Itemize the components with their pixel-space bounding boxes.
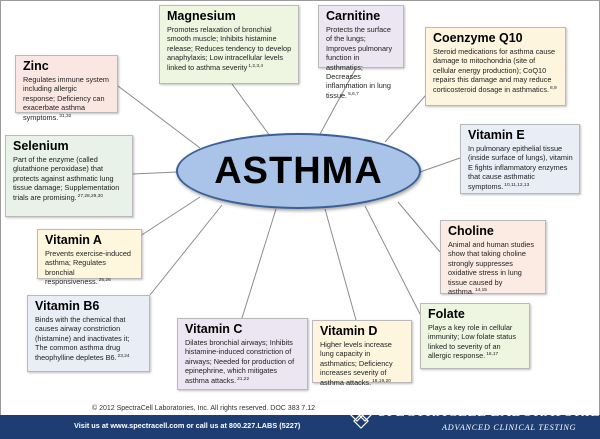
nutrient-title: Choline bbox=[448, 224, 494, 238]
nutrient-title: Carnitine bbox=[326, 9, 381, 23]
nutrient-description: Prevents exercise-induced asthma; Regula… bbox=[45, 249, 131, 287]
connector-vitamin-b6 bbox=[149, 204, 223, 296]
nutrient-title: Coenzyme Q10 bbox=[433, 31, 523, 45]
nutrient-box-vitamin-c: Vitamin C Dilates bronchial airways; Inh… bbox=[177, 318, 308, 390]
nutrient-description: Regulates immune system including allerg… bbox=[23, 75, 109, 122]
nutrient-box-vitamin-e: Vitamin E In pulmonary epithelial tissue… bbox=[460, 124, 580, 194]
nutrient-title: Folate bbox=[428, 307, 465, 321]
nutrient-description: Protects the surface of the lungs; Impro… bbox=[326, 25, 393, 100]
nutrient-box-vitamin-a: Vitamin A Prevents exercise-induced asth… bbox=[37, 229, 142, 286]
nutrient-refs: 5,6,7 bbox=[348, 91, 359, 97]
nutrient-refs: 1,2,3,4 bbox=[248, 63, 263, 69]
nutrient-title: Vitamin E bbox=[468, 128, 525, 142]
footer-contact-line: Visit us at www.spectracell.com or call … bbox=[74, 421, 301, 430]
nutrient-box-vitamin-b6: Vitamin B6 Binds with the chemical that … bbox=[27, 295, 150, 372]
copyright-text: © 2012 SpectraCell Laboratories, Inc. Al… bbox=[92, 405, 316, 412]
connector-selenium bbox=[132, 171, 178, 175]
nutrient-description: Steroid medications for asthma cause dam… bbox=[433, 47, 556, 94]
connector-choline bbox=[397, 201, 441, 253]
nutrient-box-carnitine: Carnitine Protects the surface of the lu… bbox=[318, 5, 404, 100]
connector-coenzyme-q10 bbox=[384, 87, 433, 143]
nutrient-description: Animal and human studies show that takin… bbox=[448, 240, 534, 297]
connector-folate bbox=[364, 205, 421, 315]
spectracell-logo-icon bbox=[349, 406, 373, 429]
footer-bar: Visit us at www.spectracell.com or call … bbox=[0, 415, 600, 439]
nutrient-refs: 31,32 bbox=[59, 113, 72, 119]
brand-block: SPECTRACELL LABORATORIES ADVANCED CLINIC… bbox=[344, 398, 600, 439]
nutrient-title: Vitamin C bbox=[185, 322, 243, 336]
nutrient-title: Selenium bbox=[13, 139, 69, 153]
center-label: ASTHMA bbox=[214, 149, 383, 192]
nutrient-description: In pulmonary epithelial tissue (inside s… bbox=[468, 144, 573, 191]
connector-magnesium bbox=[231, 83, 271, 137]
nutrient-description: Plays a key role in cellular immunity; L… bbox=[428, 323, 517, 361]
nutrient-refs: 25,26 bbox=[98, 278, 111, 284]
nutrient-refs: 14,15 bbox=[474, 288, 487, 294]
nutrient-box-folate: Folate Plays a key role in cellular immu… bbox=[420, 303, 530, 369]
connector-carnitine bbox=[319, 67, 357, 135]
brand-tagline: ADVANCED CLINICAL TESTING bbox=[442, 423, 577, 432]
nutrient-description: Promotes relaxation of bronchial smooth … bbox=[167, 25, 292, 72]
nutrient-refs: 27,28,29,30 bbox=[77, 193, 104, 199]
nutrient-title: Vitamin D bbox=[320, 324, 378, 338]
nutrient-refs: 8,9 bbox=[550, 85, 557, 91]
connector-vitamin-e bbox=[419, 157, 461, 173]
connector-zinc bbox=[117, 85, 201, 149]
nutrient-title: Vitamin B6 bbox=[35, 299, 100, 313]
nutrient-description: Higher levels increase lung capacity in … bbox=[320, 340, 393, 387]
nutrient-description: Binds with the chemical that causes airw… bbox=[35, 315, 130, 362]
nutrient-box-choline: Choline Animal and human studies show th… bbox=[440, 220, 546, 297]
nutrient-refs: 10,11,12,13 bbox=[504, 182, 530, 188]
nutrient-refs: 21,22 bbox=[237, 376, 250, 382]
nutrient-title: Zinc bbox=[23, 59, 49, 73]
asthma-center-ellipse: ASTHMA bbox=[176, 133, 421, 209]
nutrient-box-zinc: Zinc Regulates immune system including a… bbox=[15, 55, 118, 122]
nutrient-description: Part of the enzyme (called glutathione p… bbox=[13, 155, 120, 202]
nutrient-box-selenium: Selenium Part of the enzyme (called glut… bbox=[5, 135, 133, 217]
nutrient-description: Dilates bronchial airways; Inhibits hist… bbox=[185, 338, 295, 385]
connector-vitamin-c bbox=[241, 208, 277, 319]
nutrient-box-coenzyme-q10: Coenzyme Q10 Steroid medications for ast… bbox=[425, 27, 566, 106]
brand-name: SPECTRACELL LABORATORIES bbox=[378, 404, 600, 420]
nutrient-refs: 16,17 bbox=[486, 352, 499, 358]
nutrient-title: Magnesium bbox=[167, 9, 236, 23]
nutrient-refs: 18,19,20 bbox=[372, 378, 391, 384]
connector-vitamin-d bbox=[324, 208, 357, 321]
nutrient-box-magnesium: Magnesium Promotes relaxation of bronchi… bbox=[159, 5, 299, 84]
connector-vitamin-a bbox=[133, 196, 201, 241]
nutrient-title: Vitamin A bbox=[45, 233, 102, 247]
nutrient-refs: 23,24 bbox=[117, 353, 130, 359]
nutrient-box-vitamin-d: Vitamin D Higher levels increase lung ca… bbox=[312, 320, 412, 387]
